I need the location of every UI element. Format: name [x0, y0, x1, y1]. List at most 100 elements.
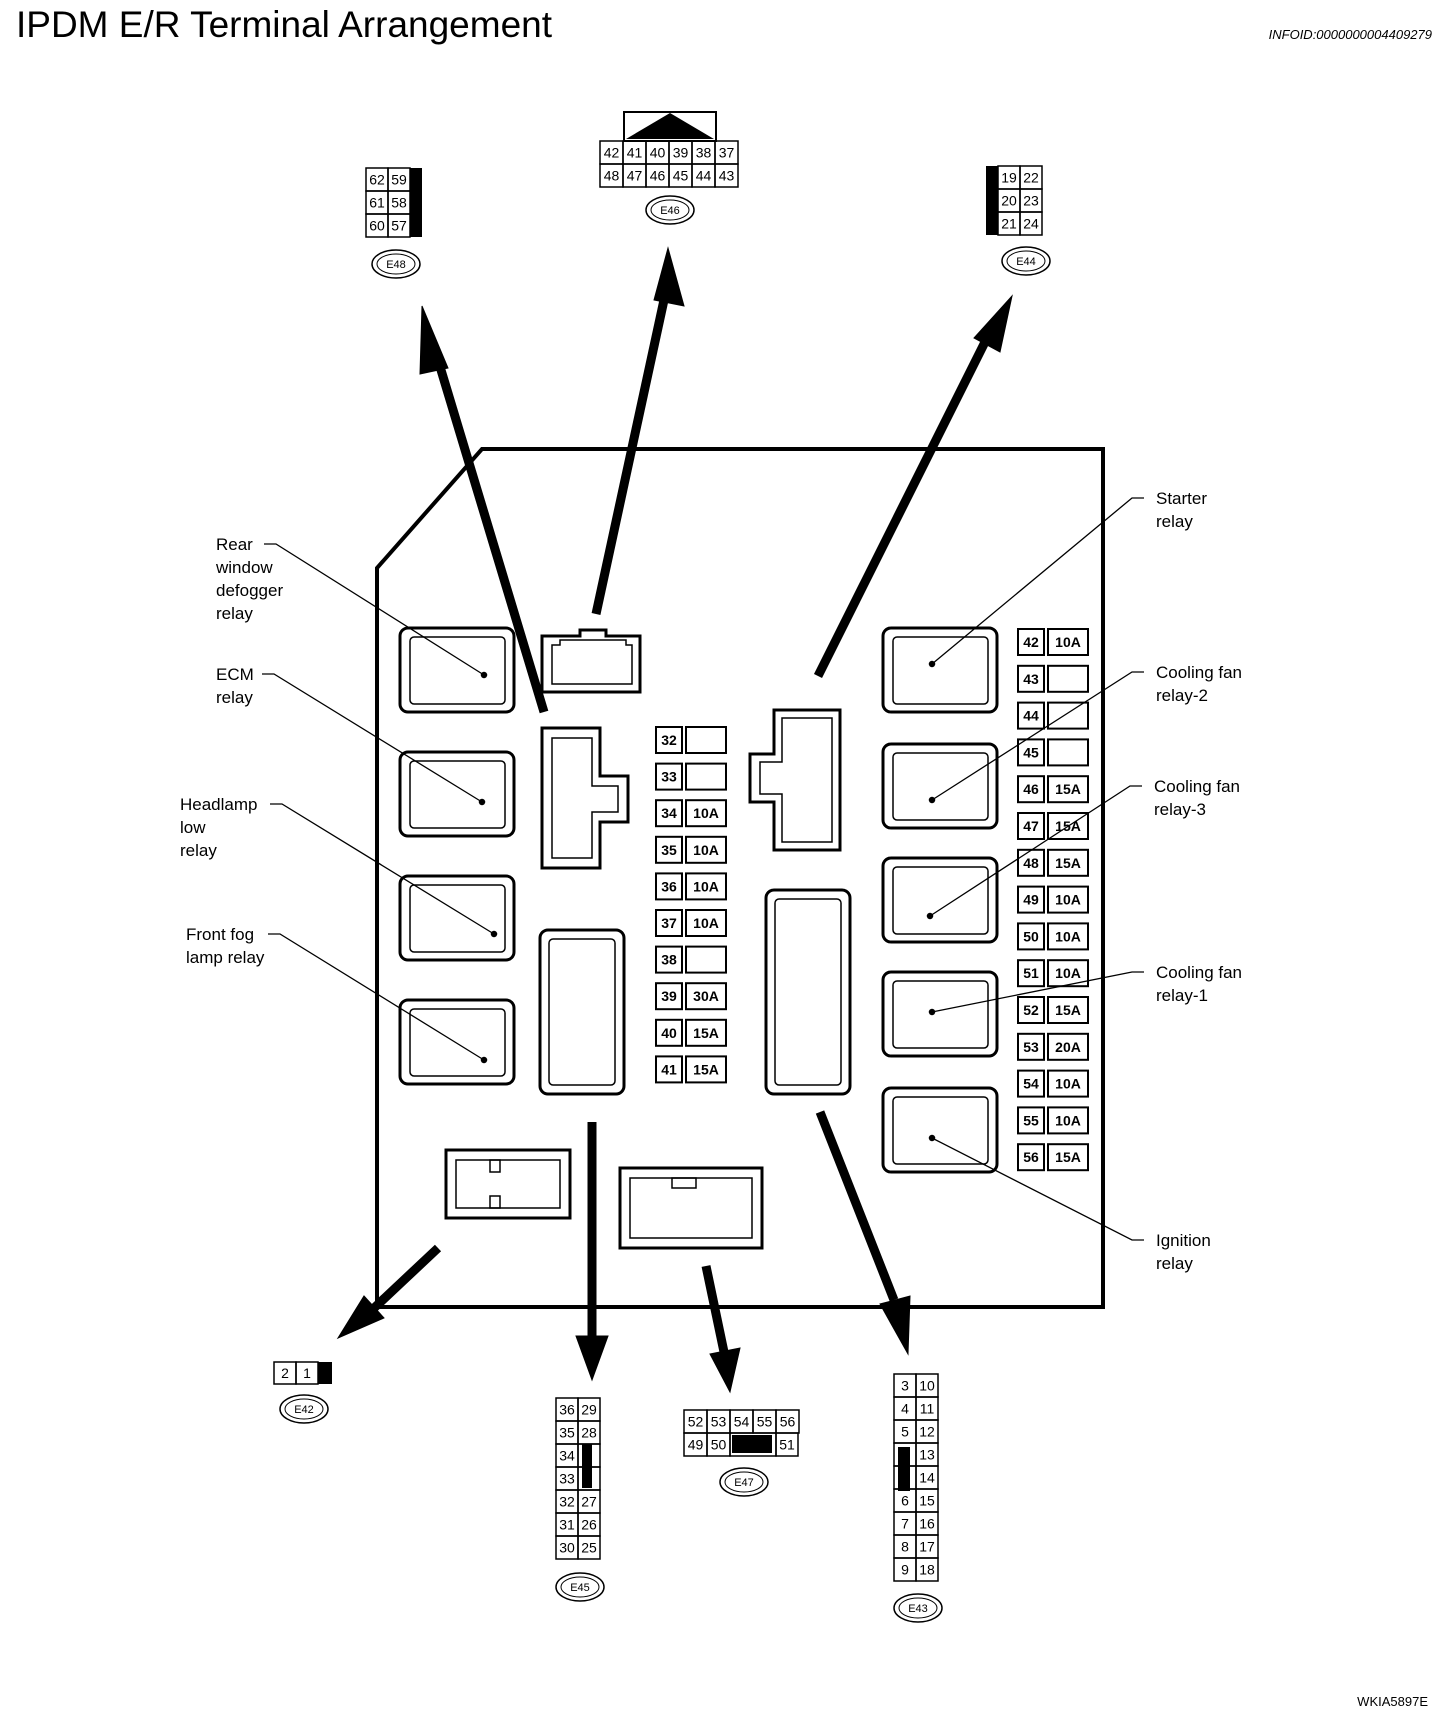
socket-e43: [764, 888, 852, 1096]
label-line: relay: [216, 604, 253, 623]
fuse-rating: 15A: [693, 1025, 719, 1041]
pin-49: 49: [683, 1432, 708, 1457]
pin-28: 28: [577, 1420, 601, 1445]
fuse-number: 34: [661, 805, 677, 821]
fuse-number: 52: [1023, 1002, 1039, 1018]
pin-number: 2: [281, 1365, 289, 1381]
socket-e42: [444, 1148, 572, 1220]
fuse-number: 48: [1023, 855, 1039, 871]
pin-number: 15: [919, 1493, 935, 1509]
pin-number: 26: [581, 1517, 597, 1533]
pin-16: 16: [915, 1511, 939, 1536]
pin-47: 47: [622, 163, 647, 188]
socket-e48: [540, 726, 630, 870]
figure-id: WKIA5897E: [1357, 1694, 1428, 1709]
pin-15: 15: [915, 1488, 939, 1513]
fuse-rating: 15A: [1055, 855, 1081, 871]
pin-number: 52: [688, 1414, 704, 1430]
pin-3: 3: [893, 1373, 917, 1398]
relay-label-front-fog: Front fog lamp relay: [186, 925, 265, 967]
pin-number: 8: [901, 1539, 909, 1555]
pin-number: 47: [627, 168, 643, 184]
relay-label-cooling-fan-2: Cooling fan relay-2: [1156, 663, 1242, 705]
label-line: Headlamp: [180, 795, 258, 814]
relay-label-ignition: Ignition relay: [1156, 1231, 1211, 1273]
label-line: Ignition: [1156, 1231, 1211, 1250]
label-line: relay-2: [1156, 686, 1208, 705]
pin-27: 27: [577, 1489, 601, 1514]
pin-14: 14: [915, 1465, 939, 1490]
pin-60: 60: [365, 213, 389, 238]
pin-2: 2: [273, 1361, 297, 1385]
pin-52: 52: [683, 1409, 708, 1434]
fuse-38: 38: [655, 945, 727, 974]
fuse-rating: 15A: [1055, 1002, 1081, 1018]
socket-e46: [540, 628, 642, 694]
pin-31: 31: [555, 1512, 579, 1537]
fuse-rating: 10A: [1055, 892, 1081, 908]
pin-number: 41: [627, 145, 643, 161]
relay-rear-defogger: [398, 626, 516, 714]
pin-number: 44: [696, 168, 712, 184]
fuse-number: 41: [661, 1061, 677, 1077]
fuse-number: 32: [661, 732, 677, 748]
ipdm-housing: [375, 447, 1105, 1309]
pin-number: 40: [650, 145, 666, 161]
socket-e45: [538, 928, 626, 1096]
connector-id-badge: E44: [1001, 246, 1051, 276]
keyway-block: [898, 1447, 910, 1491]
fuse-number: 44: [1023, 708, 1039, 724]
pin-34: 34: [555, 1443, 579, 1468]
pin-number: 17: [919, 1539, 935, 1555]
pin-number: 51: [779, 1437, 795, 1453]
pin-29: 29: [577, 1397, 601, 1422]
relay-label-headlamp-low: Headlamp low relay: [180, 795, 258, 860]
pin-40: 40: [645, 140, 670, 165]
info-id: INFOID:0000000004409279: [1268, 27, 1432, 42]
label-line: Cooling fan: [1156, 963, 1242, 982]
leader-lines: [262, 497, 1144, 1241]
fuse-number: 53: [1023, 1039, 1039, 1055]
pin-number: 4: [901, 1401, 909, 1417]
fuse-rating: 10A: [1055, 1112, 1081, 1128]
fuse-number: 55: [1023, 1112, 1039, 1128]
pin-number: 55: [757, 1414, 773, 1430]
label-line: Starter: [1156, 489, 1207, 508]
pin-number: 11: [920, 1401, 935, 1417]
pin-19: 19: [997, 165, 1021, 190]
fuse-number: 35: [661, 842, 677, 858]
label-line: relay-3: [1154, 800, 1206, 819]
pin-23: 23: [1019, 188, 1043, 213]
pin-36: 36: [555, 1397, 579, 1422]
pin-number: 32: [559, 1494, 575, 1510]
fuse-43: 43: [1017, 664, 1089, 693]
pin-number: 9: [901, 1562, 909, 1578]
pin-number: 57: [391, 218, 407, 234]
pin-9: 9: [893, 1557, 917, 1582]
pin-number: 56: [780, 1414, 796, 1430]
pin-42: 42: [599, 140, 624, 165]
pin-20: 20: [997, 188, 1021, 213]
pin-38: 38: [691, 140, 716, 165]
fuse-number: 54: [1023, 1076, 1039, 1092]
pin-56: 56: [775, 1409, 800, 1434]
pin-number: 36: [559, 1402, 575, 1418]
pin-22: 22: [1019, 165, 1043, 190]
fuse-rating: 10A: [693, 915, 719, 931]
fuse-rating: 10A: [693, 878, 719, 894]
pin-number: 10: [919, 1378, 935, 1394]
pin-21: 21: [997, 211, 1021, 236]
pin-number: 25: [581, 1540, 597, 1556]
connector-id: E48: [386, 259, 406, 271]
pin-number: 5: [901, 1424, 909, 1440]
